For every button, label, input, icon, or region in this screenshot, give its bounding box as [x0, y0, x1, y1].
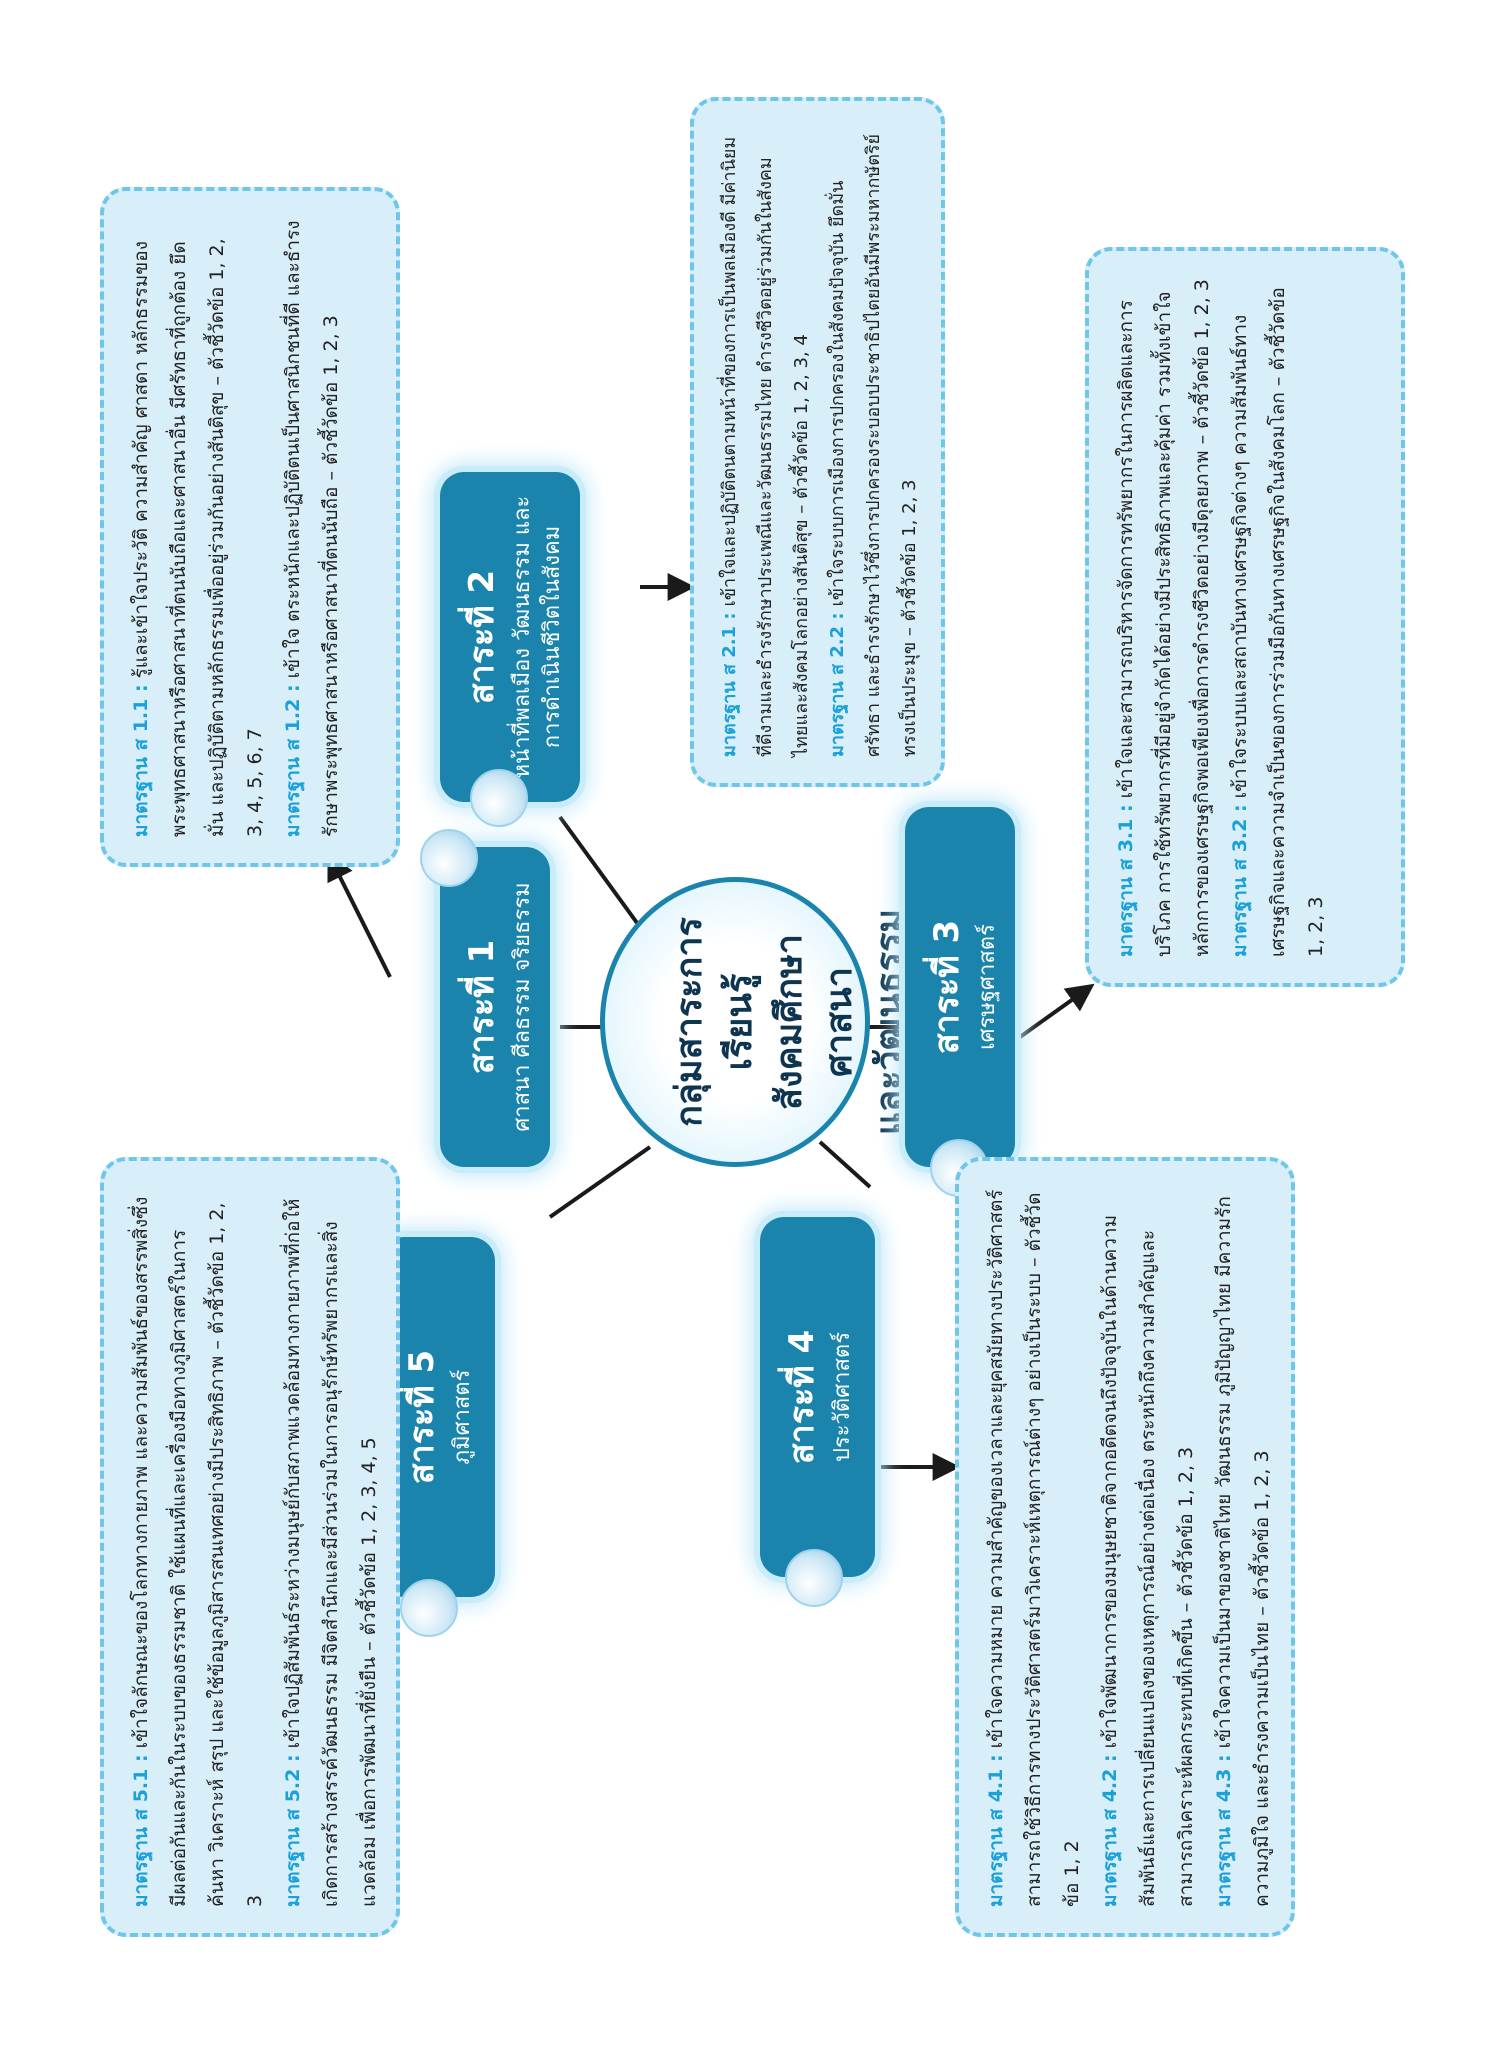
standard-label: มาตรฐาน ส 2.1 :	[719, 612, 740, 757]
topic-1-number: สาระที่ 1	[462, 939, 502, 1075]
line-center-topic4	[818, 1140, 872, 1189]
standards-box-topic5: มาตรฐาน ส 5.1 :เข้าใจลักษณะของโลกทางกายภ…	[100, 1157, 400, 1937]
standard-item: มาตรฐาน ส 4.3 :เข้าใจความเป็นมาของชาติไท…	[1205, 1187, 1281, 1907]
topic-1: สาระที่ 1 ศาสนา ศีลธรรม จริยธรรม	[440, 847, 550, 1167]
topic-5-name: ภูมิศาสตร์	[450, 1369, 475, 1465]
topic-3: สาระที่ 3 เศรษฐศาสตร์	[905, 807, 1015, 1167]
standard-item: มาตรฐาน ส 2.1 :เข้าใจและปฏิบัติตนตามหน้า…	[712, 127, 820, 757]
topic-2: สาระที่ 2 หน้าที่พลเมือง วัฒนธรรม และการ…	[440, 472, 580, 802]
line-center-topic2	[558, 815, 642, 929]
standard-item: มาตรฐาน ส 5.1 :เข้าใจลักษณะของโลกทางกายภ…	[122, 1187, 274, 1907]
topic-2-number: สาระที่ 2	[462, 569, 502, 705]
line-center-topic5	[548, 1145, 652, 1219]
standards-box-topic2: มาตรฐาน ส 2.1 :เข้าใจและปฏิบัติตนตามหน้า…	[690, 97, 945, 787]
standards-box-topic1: มาตรฐาน ส 1.1 :รู้และเข้าใจประวัติ ความส…	[100, 187, 400, 867]
standard-item: มาตรฐาน ส 2.2 :เข้าใจระบบการเมืองการปกคร…	[820, 127, 928, 757]
standards-box-topic3: มาตรฐาน ส 3.1 :เข้าใจและสามารถบริหารจัดก…	[1085, 247, 1405, 987]
topic-4: สาระที่ 4 ประวัติศาสตร์	[760, 1217, 875, 1577]
standard-label: มาตรฐาน ส 1.2 :	[282, 684, 304, 837]
standard-label: มาตรฐาน ส 4.1 :	[985, 1754, 1007, 1907]
standard-item: มาตรฐาน ส 4.2 :เข้าใจพัฒนาการของมนุษยชาต…	[1091, 1187, 1205, 1907]
arrow-topic1-box1	[327, 851, 392, 978]
standards-box-topic4: มาตรฐาน ส 4.1 :เข้าใจความหมาย ความสำคัญข…	[955, 1157, 1295, 1937]
standard-label: มาตรฐาน ส 5.2 :	[282, 1754, 304, 1907]
center-topic: กลุ่มสาระการเรียนรู้ สังคมศึกษา ศาสนา แล…	[600, 877, 910, 1167]
standard-item: มาตรฐาน ส 5.2 :เข้าใจปฏิสัมพันธ์ระหว่างม…	[274, 1187, 388, 1907]
standard-item: มาตรฐาน ส 3.1 :เข้าใจและสามารถบริหารจัดก…	[1107, 277, 1221, 957]
standard-label: มาตรฐาน ส 3.2 :	[1229, 804, 1251, 957]
mascot-icon	[470, 769, 528, 827]
topic-4-name: ประวัติศาสตร์	[830, 1331, 855, 1463]
topic-3-number: สาระที่ 3	[927, 919, 967, 1055]
standard-label: มาตรฐาน ส 2.2 :	[827, 612, 848, 757]
topic-4-number: สาระที่ 4	[782, 1329, 822, 1465]
center-title-line1: กลุ่มสาระการเรียนรู้	[669, 917, 760, 1127]
standard-label: มาตรฐาน ส 1.1 :	[130, 684, 152, 837]
topic-1-name: ศาสนา ศีลธรรม จริยธรรม	[510, 882, 535, 1132]
standard-item: มาตรฐาน ส 4.1 :เข้าใจความหมาย ความสำคัญข…	[977, 1187, 1091, 1907]
standard-label: มาตรฐาน ส 4.3 :	[1213, 1754, 1235, 1907]
topic-2-name: หน้าที่พลเมือง วัฒนธรรม และการดำเนินชีวิ…	[510, 495, 565, 779]
standard-item: มาตรฐาน ส 3.2 :เข้าใจระบบและสถาบันทางเศร…	[1221, 277, 1335, 957]
mascot-icon	[420, 829, 478, 887]
standard-label: มาตรฐาน ส 3.1 :	[1115, 804, 1137, 957]
standard-item: มาตรฐาน ส 1.1 :รู้และเข้าใจประวัติ ความส…	[122, 217, 274, 837]
standard-label: มาตรฐาน ส 4.2 :	[1099, 1754, 1121, 1907]
topic-3-name: เศรษฐศาสตร์	[975, 924, 1000, 1050]
standard-label: มาตรฐาน ส 5.1 :	[130, 1754, 152, 1907]
mascot-icon	[785, 1549, 843, 1607]
topic-5-number: สาระที่ 5	[402, 1349, 442, 1485]
arrow-topic3-box3	[1018, 983, 1095, 1039]
mascot-icon	[400, 1579, 458, 1637]
center-title-line2: สังคมศึกษา ศาสนา	[769, 934, 860, 1110]
standard-item: มาตรฐาน ส 1.2 :เข้าใจ ตระหนักและปฏิบัติต…	[274, 217, 350, 837]
